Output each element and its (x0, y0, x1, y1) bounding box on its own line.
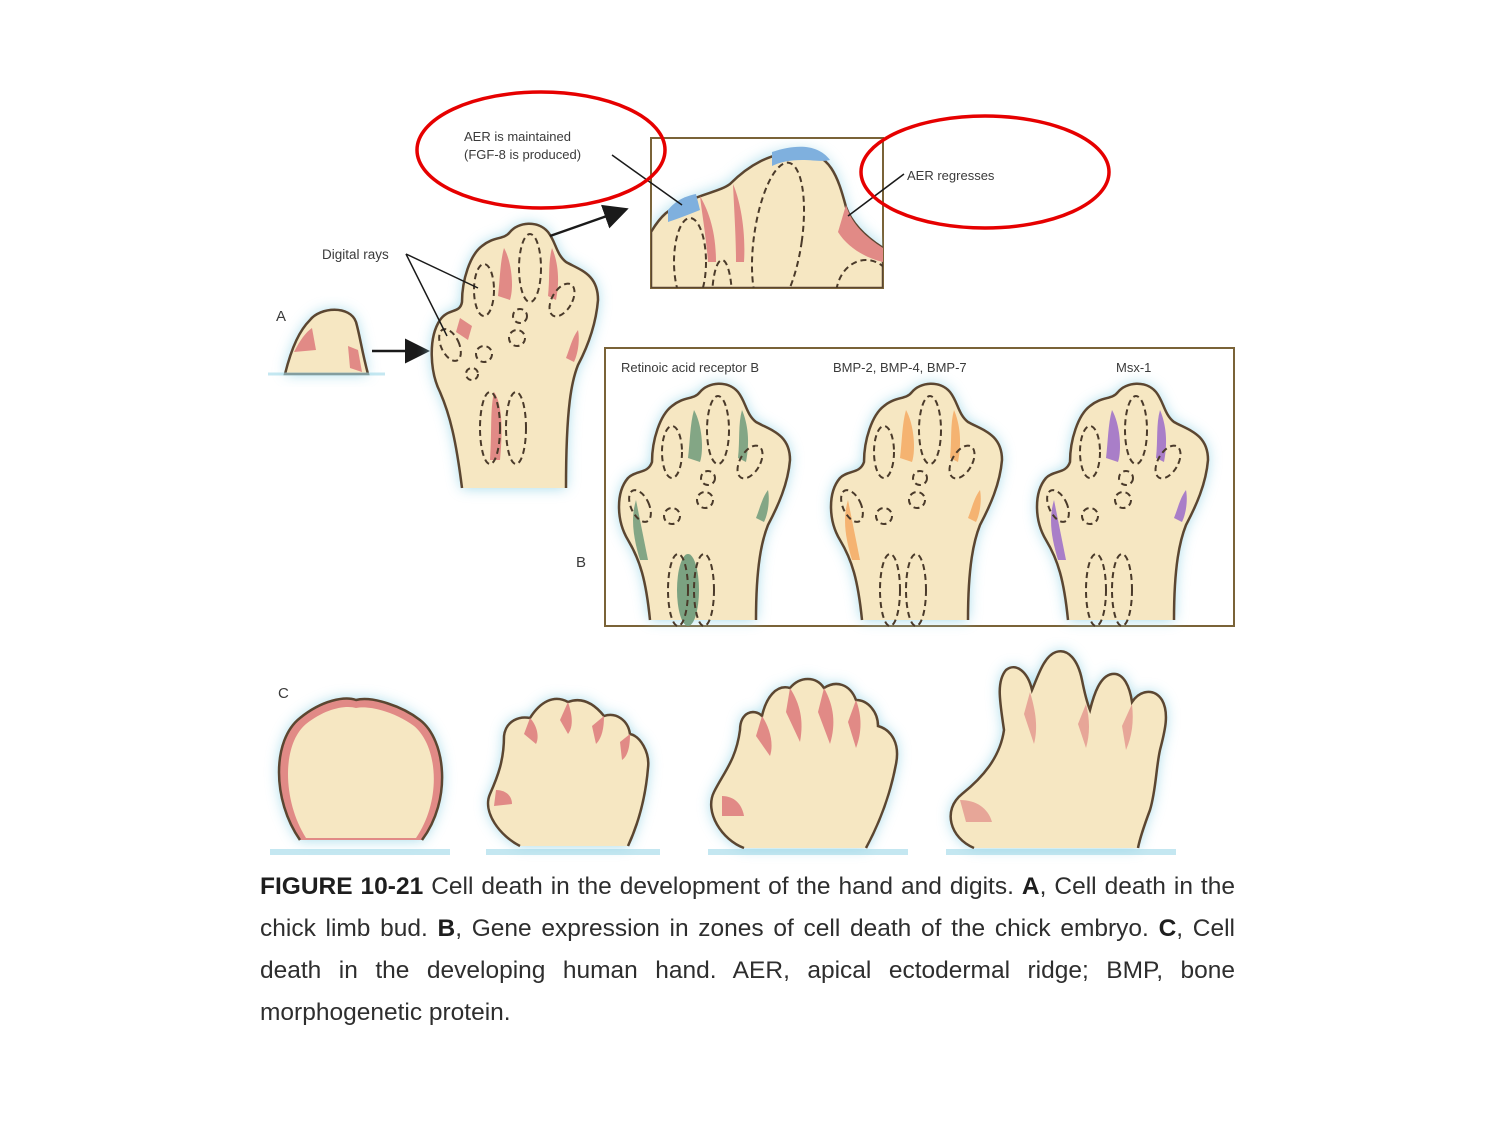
hand-stage-4 (946, 649, 1176, 855)
stain-label-msx: Msx-1 (1116, 360, 1151, 375)
figure-caption: FIGURE 10-21 Cell death in the developme… (260, 866, 1235, 1034)
cell-death-zone (548, 248, 559, 300)
cell-death-zone (733, 184, 745, 262)
caption-panel-c-label: C (1158, 915, 1177, 942)
panel-c: C (270, 649, 1176, 855)
hand-stage-2 (486, 697, 660, 855)
pointer-line (405, 253, 448, 337)
stain-zone (845, 500, 860, 560)
paddle-hand (430, 222, 600, 489)
pointer-line (405, 253, 479, 289)
pointer-line (847, 173, 905, 217)
cell-death-zone (494, 790, 512, 806)
stain-label-bmp: BMP-2, BMP-4, BMP-7 (833, 360, 967, 375)
aer-maintained-sublabel: (FGF-8 is produced) (464, 147, 581, 162)
panel-c-letter: C (278, 685, 289, 702)
cell-death-zone (560, 702, 572, 734)
cell-death-zone (524, 718, 538, 744)
digital-rays-label: Digital rays (322, 247, 389, 262)
stain-zone (738, 410, 749, 462)
stain-zone (900, 410, 914, 462)
panel-b-hands (617, 382, 1210, 627)
aer-blue-region (668, 194, 700, 222)
stained-hand-2 (829, 382, 1004, 627)
digital-rays (438, 233, 576, 465)
cell-death-zone (960, 800, 992, 822)
stain-zone (1174, 490, 1187, 522)
stain-label-raR: Retinoic acid receptor B (621, 360, 759, 375)
cell-death-zone (1078, 704, 1089, 748)
caption-panel-b-text: , Gene expression in zones of cell death… (455, 915, 1159, 942)
cell-death-zone (700, 196, 716, 262)
caption-panel-b-label: B (437, 915, 456, 942)
stain-zone (1106, 410, 1120, 462)
aer-blue-region (772, 146, 830, 166)
cell-death-zone (1024, 692, 1037, 744)
stain-zone (950, 410, 961, 462)
cell-death-zone (786, 688, 802, 742)
caption-panel-a-label: A (1021, 873, 1040, 900)
cell-death-zone (498, 248, 512, 300)
panel-b: B Retinoic acid receptor B BMP-2, BMP-4,… (576, 347, 1235, 627)
hand-stage-1 (270, 697, 450, 855)
early-limb-bud (268, 308, 385, 376)
panel-b-letter: B (576, 554, 586, 571)
stain-zone (633, 500, 648, 560)
aer-maintained-label: AER is maintained (464, 129, 571, 144)
caption-panel-c-text: , Cell death in the developing human han… (260, 915, 1235, 1026)
stain-zone (968, 490, 981, 522)
cell-death-zone (294, 328, 316, 352)
cell-death-zone (722, 796, 744, 816)
cell-death-zone (1122, 704, 1133, 750)
stained-hand-3 (1035, 382, 1210, 627)
highlight-ring (859, 114, 1111, 230)
cell-death-zone (456, 318, 472, 340)
aer-inset (650, 137, 884, 289)
cell-death-zone (566, 330, 579, 362)
cell-death-zone (756, 716, 772, 756)
cell-death-zone (818, 688, 834, 744)
caption-intro: Cell death in the development of the han… (423, 873, 1022, 900)
figure-number: FIGURE 10-21 (260, 873, 424, 900)
aer-regresses-label: AER regresses (907, 168, 995, 183)
cell-death-zone (838, 205, 883, 262)
stain-zone (1156, 410, 1167, 462)
cell-death-zone (592, 716, 604, 744)
stain-zone (756, 490, 769, 522)
cell-death-zone (848, 700, 861, 748)
stained-hand-1 (617, 382, 792, 627)
cell-death-zone (620, 734, 630, 760)
inset-arrow (549, 204, 629, 238)
cell-death-zone (348, 346, 362, 372)
hand-stage-3 (708, 677, 908, 855)
stain-zone (688, 410, 702, 462)
highlight-ring (415, 90, 667, 210)
panel-a-letter: A (276, 308, 286, 325)
stain-zone (1051, 500, 1066, 560)
caption-panel-a-text: , Cell death in the chick limb bud. (260, 873, 1235, 942)
panel-a: A (268, 90, 1111, 489)
